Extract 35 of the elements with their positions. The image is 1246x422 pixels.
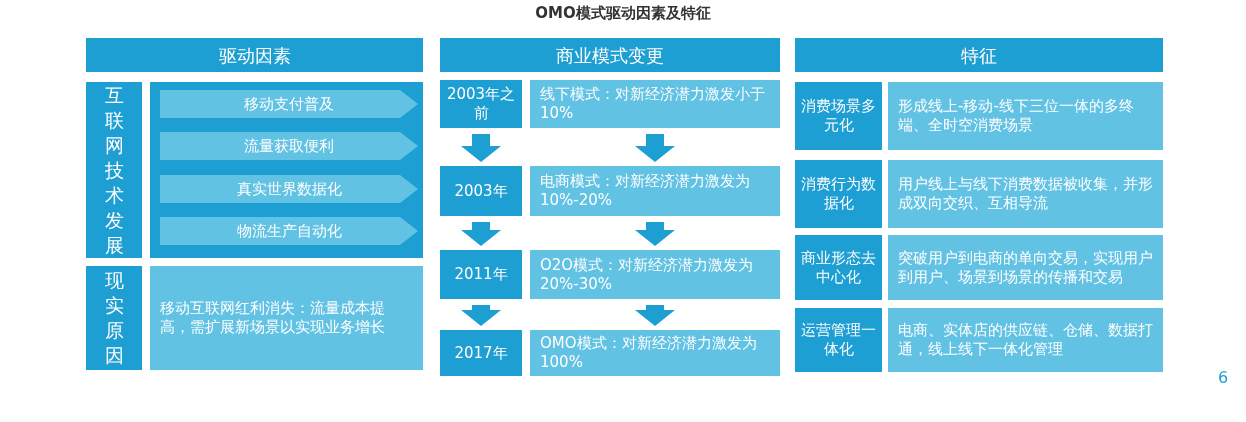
arrow [635,305,675,326]
description-box: 突破用户到电商的单向交易，实现用户到用户、场景到场景的传播和交易 [888,235,1163,300]
chevron-banner: 流量获取便利 [160,132,418,160]
category-box: 运营管理一体化 [795,308,882,372]
category-box: 现实原因 [86,266,142,370]
description-box: 电商模式：对新经济潜力激发为10%-20% [530,166,780,216]
description-box: 形成线上-移动-线下三位一体的多终端、全时空消费场景 [888,82,1163,150]
panel-box [150,82,423,258]
description-box: 移动互联网红利消失：流量成本提高，需扩展新场景以实现业务增长 [150,266,423,370]
chevron-banner: 移动支付普及 [160,90,418,118]
year-box: 2011年 [440,250,522,299]
arrow [461,222,501,246]
arrow [635,134,675,162]
diagram-title: OMO模式驱动因素及特征 [534,4,712,23]
arrow [635,222,675,246]
column-header: 特征 [795,38,1163,72]
column-header: 驱动因素 [86,38,423,72]
chevron-banner: 物流生产自动化 [160,217,418,245]
arrow [461,134,501,162]
category-box: 商业形态去中心化 [795,235,882,300]
description-box: 用户线上与线下消费数据被收集，并形成双向交织、互相导流 [888,160,1163,228]
year-box: 2017年 [440,330,522,376]
column-header: 商业模式变更 [440,38,780,72]
category-box: 互联网技术发展 [86,82,142,258]
year-box: 2003年之前 [440,80,522,128]
description-box: 电商、实体店的供应链、仓储、数据打通，线上线下一体化管理 [888,308,1163,372]
category-box: 消费行为数据化 [795,160,882,228]
category-box: 消费场景多元化 [795,82,882,150]
description-box: OMO模式：对新经济潜力激发为100% [530,330,780,376]
year-box: 2003年 [440,166,522,216]
page-number: 6 [1218,368,1229,387]
description-box: 线下模式：对新经济潜力激发小于10% [530,80,780,128]
arrow [461,305,501,326]
description-box: O2O模式：对新经济潜力激发为20%-30% [530,250,780,299]
chevron-banner: 真实世界数据化 [160,175,418,203]
